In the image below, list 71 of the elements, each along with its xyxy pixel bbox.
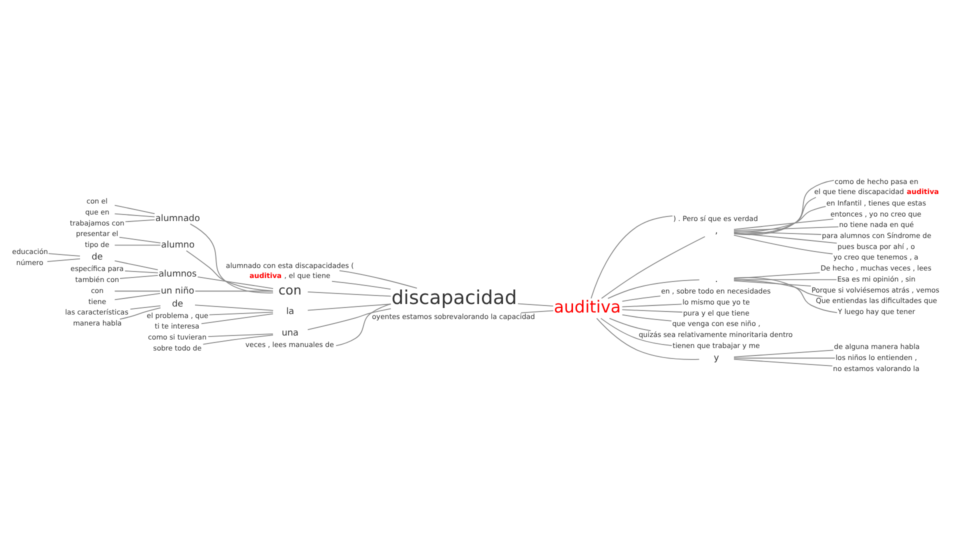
- connector: [734, 231, 822, 235]
- connector: [307, 304, 392, 311]
- node-text: alumnado: [155, 214, 200, 224]
- connector: [622, 296, 661, 302]
- node-text: y: [714, 353, 720, 364]
- connector: [622, 309, 683, 313]
- connector: [622, 304, 682, 308]
- connector: [307, 308, 392, 330]
- connector: [120, 275, 158, 279]
- connector: [734, 206, 826, 232]
- node-text: un niño: [160, 286, 194, 296]
- connector: [114, 293, 161, 300]
- connector: [734, 218, 834, 230]
- connector: [197, 276, 274, 289]
- node-text: ,: [715, 226, 718, 237]
- connector: [734, 358, 836, 359]
- connector: [186, 250, 274, 292]
- connector: [339, 270, 418, 289]
- connector: [202, 334, 274, 345]
- connector: [194, 290, 274, 292]
- connector: [609, 318, 652, 332]
- node-text: una: [282, 328, 299, 339]
- connector: [124, 270, 158, 274]
- connector: [190, 224, 274, 294]
- connector: [307, 292, 392, 297]
- connector: [733, 279, 823, 298]
- connector: [734, 226, 839, 231]
- connector: [208, 333, 274, 337]
- connector: [733, 234, 834, 254]
- connector: [114, 260, 158, 270]
- connector: [622, 314, 672, 322]
- connector: [600, 318, 672, 346]
- connector: [119, 307, 161, 320]
- connector: [194, 304, 274, 311]
- connector: [734, 280, 812, 286]
- connector: [734, 196, 816, 234]
- node-text: auditiva: [554, 297, 621, 316]
- connector: [208, 312, 274, 316]
- connector: [336, 303, 392, 346]
- connector: [114, 244, 161, 246]
- connector: [46, 258, 80, 262]
- node-text: .: [715, 275, 718, 286]
- connector: [130, 305, 161, 310]
- connector: [734, 232, 838, 244]
- node-text: la: [286, 306, 294, 317]
- connector: [517, 303, 554, 307]
- connector: [734, 279, 837, 280]
- node-text: alumno: [161, 240, 195, 251]
- connector: [114, 204, 156, 214]
- connector: [734, 358, 833, 366]
- connector: [601, 236, 706, 299]
- connector: [114, 213, 156, 218]
- connector: [48, 253, 80, 256]
- node-text: de: [172, 299, 184, 310]
- connector: [608, 279, 700, 299]
- connector: [520, 310, 554, 314]
- connector: [332, 280, 392, 290]
- node-text: de: [92, 252, 103, 263]
- connector: [590, 216, 673, 299]
- connector: [734, 277, 838, 314]
- node-text: alumnos: [158, 269, 197, 280]
- connector: [201, 313, 274, 324]
- connector: [596, 318, 700, 360]
- connector: [734, 180, 834, 236]
- connector: [118, 236, 161, 244]
- connector: [124, 219, 156, 222]
- node-text: con: [278, 283, 302, 298]
- connector: [734, 350, 834, 358]
- connector: [734, 272, 820, 279]
- node-text: discapacidad: [391, 286, 517, 310]
- connector: [114, 290, 161, 292]
